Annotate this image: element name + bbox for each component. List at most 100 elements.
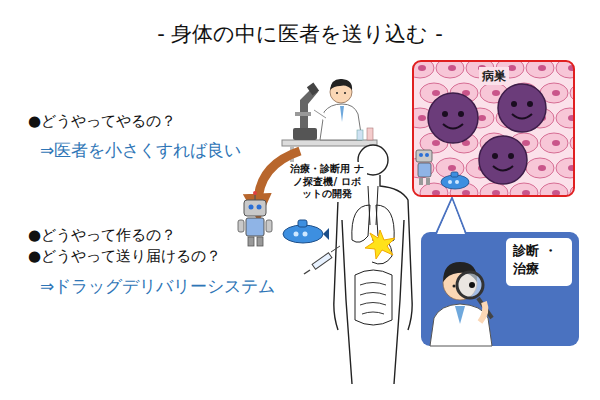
drawing-part [556, 158, 574, 178]
nano-robot-small [416, 150, 432, 185]
drawing-part [428, 93, 478, 143]
drawing-part [413, 61, 574, 196]
tissue-cell [436, 61, 464, 78]
drawing-part [249, 205, 254, 210]
drawing-part [323, 228, 329, 240]
drawing-part [413, 61, 574, 196]
drawing-part [418, 115, 426, 121]
nano-submarine-small [441, 172, 469, 189]
drawing-part [522, 140, 530, 146]
drawing-part [342, 220, 404, 384]
drawing-part [498, 84, 546, 132]
drawing-part [442, 111, 448, 117]
drawing-part [526, 61, 554, 78]
drawing-part [419, 178, 423, 185]
drawing-part [344, 92, 346, 94]
question: ●どうやってやるの？ [28, 112, 176, 132]
drawing-part [330, 79, 352, 90]
callout-ground [421, 232, 579, 346]
drawing-part [253, 191, 257, 195]
drawing-part [508, 153, 514, 159]
text-panel [506, 238, 572, 286]
drawing-part [480, 183, 508, 196]
drawing-part [295, 112, 311, 116]
drawing-part [538, 165, 546, 171]
tissue-cell [556, 108, 574, 128]
drawing-part [448, 65, 456, 71]
drawing-part [257, 205, 262, 210]
drawing-part [511, 101, 517, 107]
drawing-part [416, 150, 432, 162]
drawing-part [453, 285, 456, 288]
nano-submarine [283, 220, 329, 243]
drawing-part [493, 166, 513, 171]
drawing-part [508, 65, 516, 71]
drawing-part [458, 111, 464, 117]
drawing-part [418, 65, 426, 71]
question: ●どうやって送り届けるの？ [28, 247, 221, 267]
tissue-cell [526, 158, 554, 178]
drawing-part [432, 90, 440, 96]
answer: ⇒ドラッグデリバリーシステム [40, 275, 275, 297]
drawing-part [283, 225, 323, 243]
drawing-part [526, 158, 554, 178]
drawing-part [314, 110, 326, 118]
drawing-part [556, 61, 574, 78]
drawing-part [248, 237, 254, 246]
drawing-part [300, 88, 318, 128]
drawing-part [527, 101, 533, 107]
drawing-part [512, 114, 532, 119]
drawing-part [540, 133, 568, 153]
node-label: 病巣 [479, 67, 509, 85]
drawing-part [294, 232, 299, 237]
drawing-part [320, 104, 362, 140]
drawing-part [244, 200, 266, 216]
question: ●どうやって作るの？ [28, 226, 176, 246]
zoom-box: 病巣 [412, 60, 575, 197]
drawing-part [282, 140, 377, 146]
tissue-cell [556, 158, 574, 178]
drawing-part [556, 108, 574, 128]
tissue-cell [556, 61, 574, 78]
drawing-part [367, 128, 373, 140]
drawing-part [357, 130, 363, 140]
drawing-part [492, 153, 498, 159]
drawing-part [437, 200, 465, 234]
drawing-part [355, 270, 392, 325]
tissue-cell [540, 133, 568, 153]
diagnosis-callout: 診断 ・治療 [420, 231, 580, 347]
nano-robot [238, 191, 272, 246]
drawing-part [448, 180, 452, 184]
drawing-part [478, 115, 486, 121]
drawing-part [492, 90, 500, 96]
answer: ⇒医者を小さくすれば良い [40, 139, 241, 161]
drawing-part [469, 282, 475, 288]
drawing-part [425, 153, 429, 157]
drawing-part [246, 218, 264, 236]
drawing-part [238, 220, 244, 232]
drawing-part [426, 178, 430, 185]
tissue-cell [413, 61, 434, 78]
drawing-part [428, 93, 478, 143]
drawing-part [479, 136, 527, 184]
drawing-part [307, 83, 319, 96]
drawing-part [552, 140, 560, 146]
arrow-label: 治療・診断用 ナノ探査機/ ロボットの開発 [287, 162, 367, 202]
drawing-part [331, 246, 340, 252]
drawing-part [360, 283, 386, 315]
drawing-part [432, 140, 440, 146]
drawing-part [451, 172, 458, 177]
drawing-part [336, 92, 338, 94]
lesion-blobs [428, 84, 546, 184]
drawing-part [266, 220, 272, 232]
drawing-part [455, 306, 465, 324]
drawing-part [298, 220, 307, 227]
drawing-part [304, 270, 310, 274]
drawing-part [510, 183, 538, 196]
drawing-part [436, 61, 464, 78]
tissue-ground [413, 61, 574, 196]
drawing-part [443, 124, 463, 129]
drawing-part [303, 232, 308, 237]
tissue-cell [540, 183, 568, 196]
